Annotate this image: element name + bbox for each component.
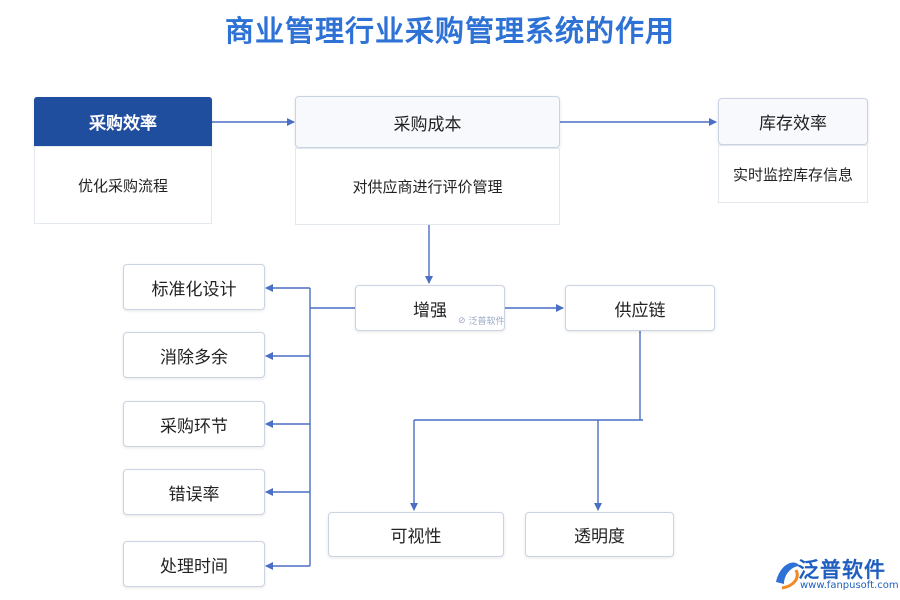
node-eliminate-redundancy-label: 消除多余 (160, 347, 228, 368)
logo-url: www.fanpusoft.com (800, 580, 899, 591)
node-transparency-label: 透明度 (574, 527, 625, 547)
node-inventory-efficiency-desc: 实时监控库存信息 (718, 145, 868, 203)
node-procurement-efficiency-label: 采购效率 (89, 114, 157, 134)
node-error-rate-label: 错误率 (168, 484, 220, 505)
node-procurement-cost-label: 采购成本 (393, 114, 462, 135)
node-supply-chain: 供应链 (565, 285, 715, 331)
fanpu-logo-icon (776, 562, 800, 590)
desc-optimize-flow: 优化采购流程 (77, 176, 168, 195)
logo-name: 泛普软件 (798, 558, 886, 582)
watermark-text: 泛普软件 (468, 317, 505, 327)
page-title: 商业管理行业采购管理系统的作用 (224, 14, 675, 48)
node-enhance: 增强 (355, 285, 505, 331)
node-procurement-cost-desc: 对供应商进行评价管理 (295, 148, 560, 225)
node-procurement-efficiency: 采购效率 (34, 97, 212, 146)
node-enhance-label: 增强 (413, 300, 447, 321)
node-inventory-efficiency: 库存效率 (718, 98, 868, 145)
watermark: ⊘ 泛普软件 (458, 314, 505, 328)
watermark-logo-icon: ⊘ (458, 315, 466, 326)
node-processing-time-label: 处理时间 (160, 556, 228, 577)
node-processing-time: 处理时间 (123, 541, 265, 587)
node-supply-chain-label: 供应链 (614, 300, 666, 321)
node-transparency: 透明度 (525, 512, 674, 557)
node-standard-design-label: 标准化设计 (151, 279, 237, 300)
node-procurement-steps: 采购环节 (123, 401, 265, 447)
node-procurement-cost: 采购成本 (295, 96, 560, 148)
node-inventory-efficiency-label: 库存效率 (759, 114, 827, 134)
node-visibility-label: 可视性 (390, 527, 442, 547)
desc-supplier-evaluation: 对供应商进行评价管理 (352, 178, 503, 196)
node-procurement-steps-label: 采购环节 (160, 416, 228, 437)
node-visibility: 可视性 (328, 512, 504, 557)
node-error-rate: 错误率 (123, 469, 265, 515)
node-procurement-efficiency-desc: 优化采购流程 (34, 146, 212, 224)
node-standard-design: 标准化设计 (123, 264, 265, 310)
desc-realtime-inventory: 实时监控库存信息 (732, 165, 853, 184)
node-eliminate-redundancy: 消除多余 (123, 332, 265, 378)
